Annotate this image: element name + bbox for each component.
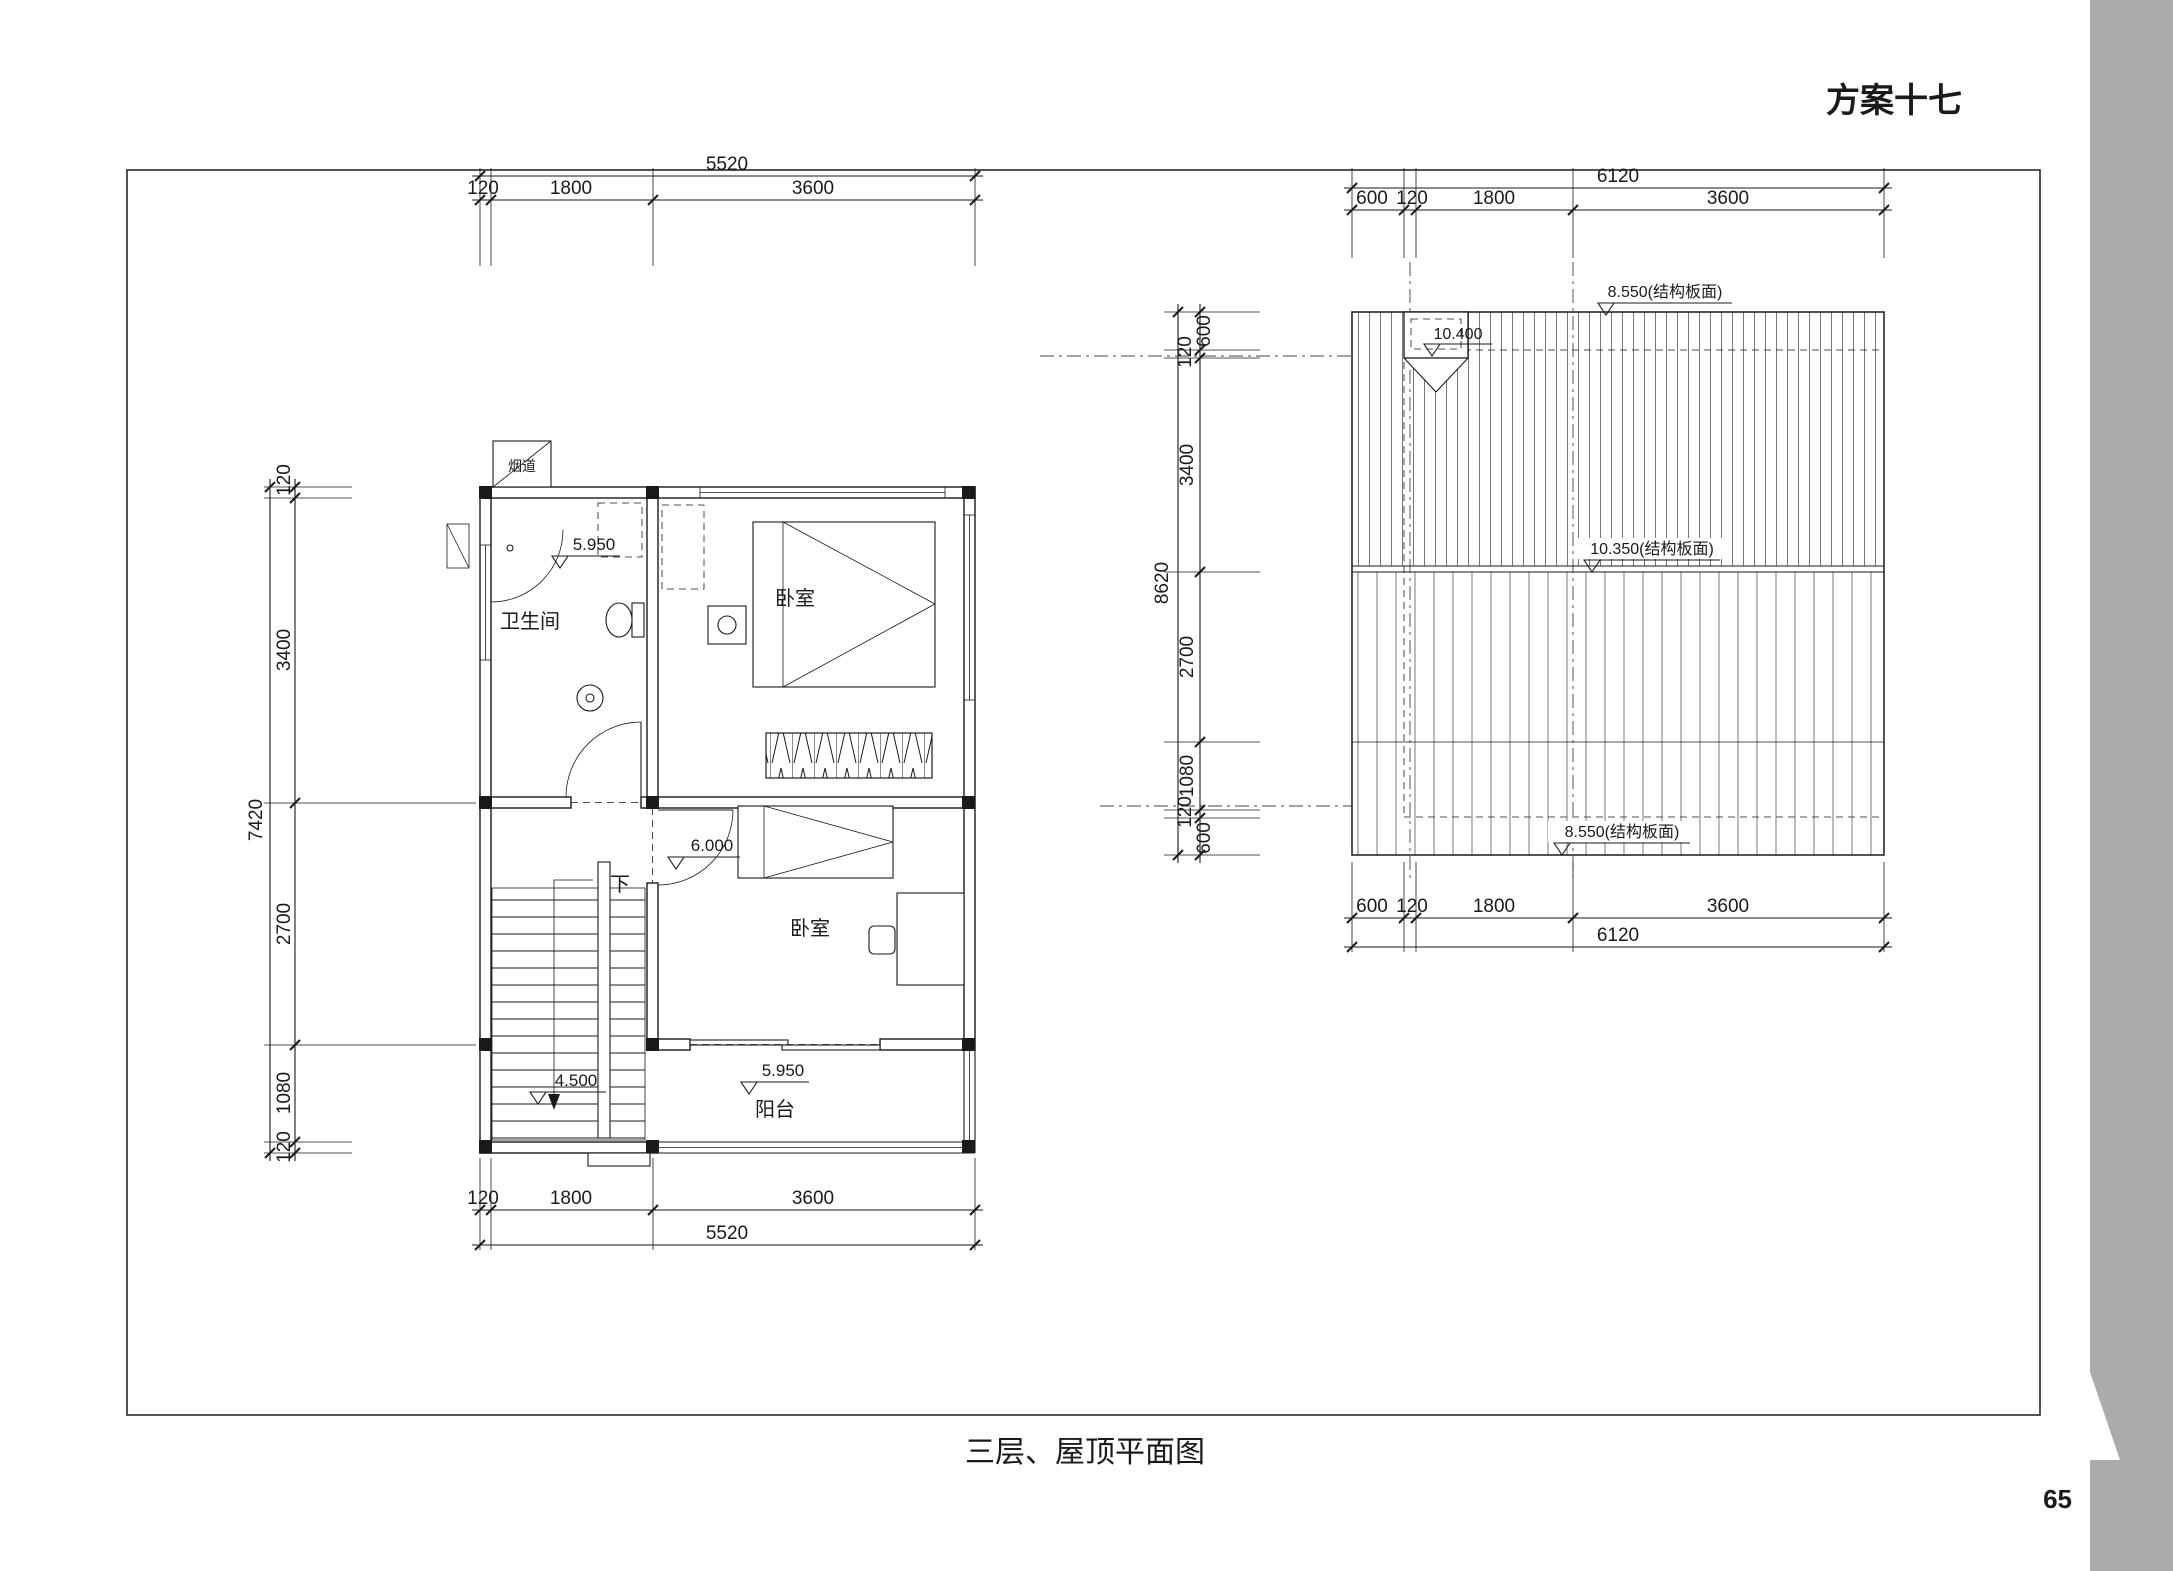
rp-dim-left-seg-2700: 2700 xyxy=(1177,636,1198,678)
fp-level-bathroom-marker: 5.950 xyxy=(550,535,620,569)
bed-bottom-icon xyxy=(737,805,894,879)
rp-dim-bottom-seg-3600: 3600 xyxy=(1707,896,1749,917)
roof-flue: 10.400 xyxy=(1403,311,1492,393)
drawing-frame xyxy=(126,169,2041,1416)
rp-level-eave-top-marker: 8.550(结构板面) xyxy=(1592,281,1740,316)
rp-dim-top-seg-600: 600 xyxy=(1356,188,1388,209)
fp-dim-bottom-seg-1800: 1800 xyxy=(550,1188,592,1209)
fp-dim-left-seg-120t: 120 xyxy=(274,464,295,496)
fp-dims-bottom: 120 1800 3600 5520 xyxy=(467,1158,983,1251)
rp-dim-left-seg-600b: 600 xyxy=(1194,822,1215,854)
rp-level-flue: 10.400 xyxy=(1434,326,1483,343)
wardrobe-icon xyxy=(765,732,933,779)
ac-unit-icon xyxy=(446,523,470,569)
fp-dim-top-seg-120: 120 xyxy=(467,178,499,199)
fp-dims-top: 5520 120 1800 3600 xyxy=(467,154,983,266)
rp-dims-top: 6120 600 120 1800 3600 xyxy=(1344,166,1892,258)
rp-dim-bottom-seg-600: 600 xyxy=(1356,896,1388,917)
fp-level-balcony: 5.950 xyxy=(762,1061,805,1080)
fp-walls xyxy=(479,486,976,1167)
fp-level-hall-marker: 6.000 xyxy=(666,836,740,870)
fp-level-bathroom: 5.950 xyxy=(573,535,616,554)
rp-dim-top-seg-120: 120 xyxy=(1396,188,1428,209)
fp-columns xyxy=(479,486,975,1153)
fp-label-flue: 烟道 xyxy=(508,458,536,474)
rp-level-ridge: 10.350(结构板面) xyxy=(1590,540,1714,558)
fp-dims-left: 7420 120 3400 2700 1080 120 xyxy=(246,464,476,1163)
building-outline-dashed xyxy=(1403,349,1884,818)
rp-level-eave-top: 8.550(结构板面) xyxy=(1608,283,1723,301)
scheme-title: 方案十七 xyxy=(1826,82,1962,120)
window-left-bathroom xyxy=(480,544,491,661)
fp-label-bathroom: 卫生间 xyxy=(500,610,560,633)
rp-dim-bottom-total: 6120 xyxy=(1597,925,1639,946)
bathroom-door xyxy=(565,721,642,803)
rp-level-flue-marker: 10.400 xyxy=(1422,326,1492,357)
shower-icon xyxy=(490,529,564,603)
stairs-down-arrow-icon xyxy=(548,879,593,1110)
fp-dim-bottom-seg-3600: 3600 xyxy=(792,1188,834,1209)
window-right-bedroom xyxy=(964,514,975,701)
desk-icon xyxy=(868,892,965,986)
entry-step xyxy=(587,1152,651,1167)
balcony-railing xyxy=(658,1050,976,1154)
fp-dim-left-seg-120b: 120 xyxy=(274,1131,295,1163)
roof-outline xyxy=(1351,311,1885,856)
nightstand-icon xyxy=(707,605,747,645)
rp-dims-bottom: 600 120 1800 3600 6120 xyxy=(1344,862,1892,953)
duct-shaft-dashed xyxy=(597,502,643,558)
rp-dim-left-seg-3400: 3400 xyxy=(1177,444,1198,486)
roof-panels-lower xyxy=(1352,572,1884,855)
stair-stringer xyxy=(597,861,611,1139)
fp-label-bedroom-bottom: 卧室 xyxy=(790,917,830,940)
balcony-sliding-door xyxy=(689,1039,881,1051)
fp-dim-bottom-total: 5520 xyxy=(706,1223,748,1244)
rp-level-eave-bottom-marker: 8.550(结构板面) xyxy=(1548,821,1698,856)
fp-level-stairs: 4.500 xyxy=(555,1071,598,1090)
fp-dim-top-seg-3600: 3600 xyxy=(792,178,834,199)
roof-plan: 6120 600 120 1800 3600 600 120 1800 3600… xyxy=(1040,166,1892,953)
fp-dim-top-seg-1800: 1800 xyxy=(550,178,592,199)
rp-dim-top-seg-3600: 3600 xyxy=(1707,188,1749,209)
rp-dim-left-seg-120t: 120 xyxy=(1175,336,1196,368)
rp-dim-left-total: 8620 xyxy=(1152,562,1173,604)
stairs: 下 xyxy=(491,861,646,1141)
rp-dim-left-seg-600t: 600 xyxy=(1194,315,1215,347)
rp-dims-left: 8620 600 120 3400 2700 1080 120 600 xyxy=(1152,304,1260,863)
sidebar-strip xyxy=(2090,0,2173,1571)
fp-dim-left-seg-3400: 3400 xyxy=(274,629,295,671)
rp-level-ridge-marker: 10.350(结构板面) xyxy=(1578,538,1728,573)
rp-dim-top-seg-1800: 1800 xyxy=(1473,188,1515,209)
caption: 三层、屋顶平面图 xyxy=(965,1436,1205,1469)
rp-dim-top-total: 6120 xyxy=(1597,166,1639,187)
fp-label-balcony: 阳台 xyxy=(755,1098,795,1121)
bedroom2-door xyxy=(652,808,734,886)
rp-level-eave-bottom: 8.550(结构板面) xyxy=(1565,823,1680,841)
bed-top-icon xyxy=(752,521,936,688)
fp-label-bedroom-top: 卧室 xyxy=(775,587,815,610)
rp-dim-left-seg-1080: 1080 xyxy=(1177,755,1198,797)
rp-dim-bottom-seg-1800: 1800 xyxy=(1473,896,1515,917)
rp-dim-bottom-seg-120: 120 xyxy=(1396,896,1428,917)
flue-box: 烟道 xyxy=(492,440,552,488)
fp-level-stairs-marker: 4.500 xyxy=(528,1071,606,1105)
floor-plan: 5520 120 1800 3600 120 1800 3600 5520 xyxy=(246,154,983,1251)
fp-dim-left-seg-1080: 1080 xyxy=(274,1072,295,1114)
fp-level-balcony-marker: 5.950 xyxy=(739,1061,809,1095)
fp-dim-left-seg-2700: 2700 xyxy=(274,903,295,945)
window-top-bedroom xyxy=(699,487,946,498)
page-number: 65 xyxy=(2043,1484,2072,1514)
washbasin-icon xyxy=(576,684,604,712)
toilet-icon xyxy=(605,602,645,638)
rp-dim-left-seg-120b: 120 xyxy=(1175,796,1196,828)
fp-dim-left-total: 7420 xyxy=(246,799,267,841)
fp-dim-bottom-seg-120: 120 xyxy=(467,1188,499,1209)
duct-bedroom-dashed xyxy=(661,504,705,590)
fp-label-down: 下 xyxy=(610,874,630,896)
roof-body: 10.400 8.550(结构板面) 10.350(结构板面) 8 xyxy=(1351,281,1885,856)
fp-level-hall: 6.000 xyxy=(691,836,734,855)
fp-dim-top-total: 5520 xyxy=(706,154,748,175)
